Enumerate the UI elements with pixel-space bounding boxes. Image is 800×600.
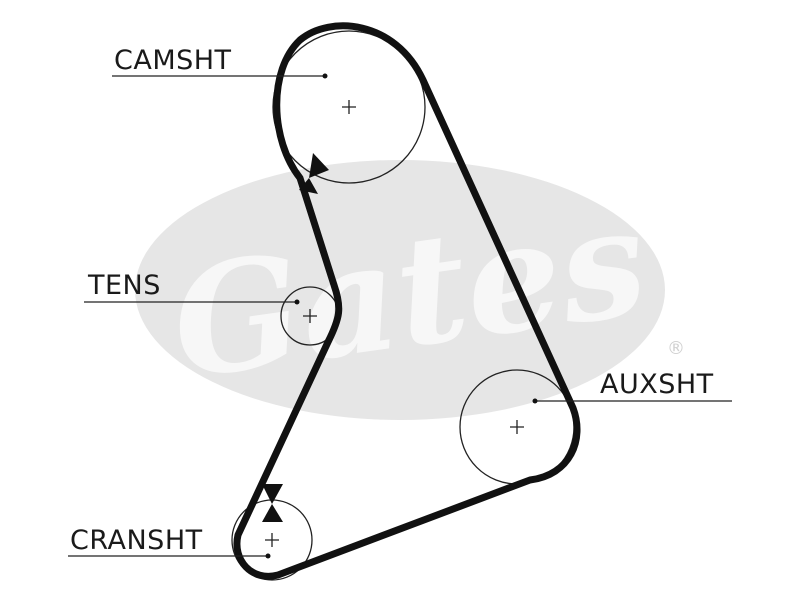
leader-dots xyxy=(265,73,538,559)
tensioner-label: TENS xyxy=(88,270,161,301)
camshaft-label: CAMSHT xyxy=(114,45,232,76)
camshaft-leader-dot xyxy=(322,73,328,79)
crankshaft-timing-mark xyxy=(262,484,283,522)
crankshaft-leader-dot xyxy=(265,553,271,559)
crankshaft-center-cross xyxy=(265,533,279,547)
cam-mark-lower-arrow xyxy=(299,178,318,194)
timing-belt xyxy=(233,22,581,580)
gates-watermark-logo: Gates ® xyxy=(135,160,685,420)
tensioner-center-cross xyxy=(303,309,317,323)
pulley-center-marks xyxy=(265,100,524,547)
auxiliary-leader-dot xyxy=(532,398,538,404)
auxiliary-label: AUXSHT xyxy=(600,369,714,400)
cam-mark-upper-arrow xyxy=(309,153,329,178)
crankshaft-label: CRANSHT xyxy=(70,525,203,556)
label-leaders xyxy=(68,75,732,557)
camshaft-center-cross xyxy=(342,100,356,114)
camshaft-pulley xyxy=(272,30,426,184)
crank-mark-upper-arrow xyxy=(262,484,283,504)
camshaft-timing-mark xyxy=(299,153,329,194)
registered-mark: ® xyxy=(667,338,685,359)
tensioner-leader-dot xyxy=(294,299,300,305)
auxiliary-center-cross xyxy=(510,420,524,434)
watermark-ellipse xyxy=(135,160,665,420)
crank-mark-lower-arrow xyxy=(262,504,283,522)
